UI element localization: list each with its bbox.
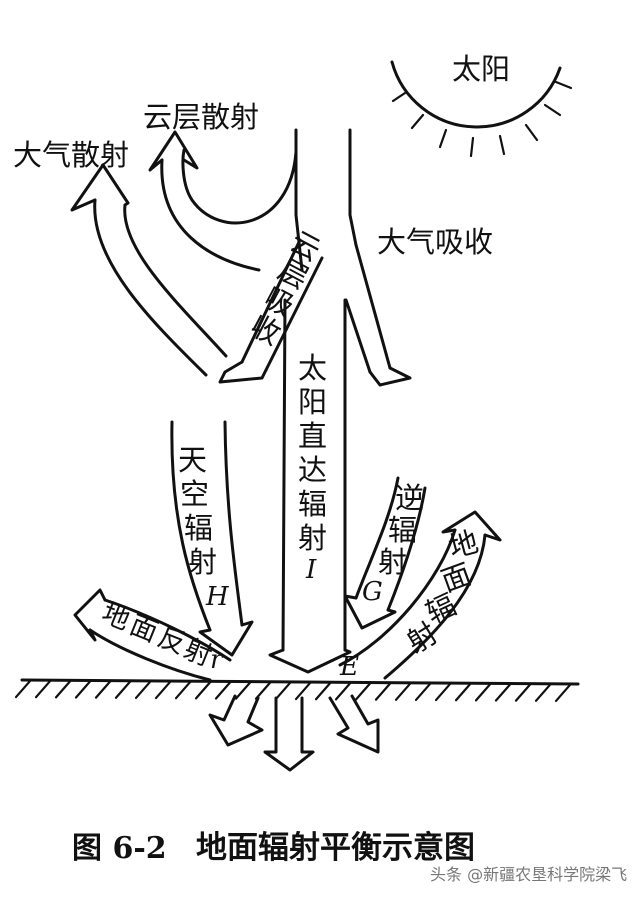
figure-title: 地面辐射平衡示意图 bbox=[196, 830, 475, 866]
ground-hatch-line bbox=[474, 683, 492, 702]
counter-char: 射 bbox=[378, 545, 407, 579]
atmos-absorb-arrow bbox=[344, 243, 412, 387]
sky-symbol: H bbox=[205, 582, 230, 612]
direct-char: 阳 bbox=[298, 385, 327, 419]
figure-number: 图 6-2 bbox=[72, 831, 167, 866]
counter-char: 辐 bbox=[388, 513, 417, 547]
direct-char: 达 bbox=[298, 453, 327, 487]
ground-hatch-line bbox=[294, 681, 312, 701]
cloud-scatter-arrow bbox=[148, 130, 298, 272]
sky-char: 射 bbox=[188, 545, 217, 579]
counter-symbol: G bbox=[362, 577, 383, 607]
ground-hatch-line bbox=[214, 681, 232, 700]
counter-char: 逆 bbox=[395, 481, 424, 515]
atmos-scatter-label: 大气散射 bbox=[13, 138, 129, 172]
ground-symbol: E bbox=[339, 652, 359, 682]
atmos-scatter-arrow bbox=[70, 163, 228, 377]
direct-radiation-arrow bbox=[268, 298, 352, 674]
ground-hatch-line bbox=[354, 682, 372, 701]
sky-radiation-label: 天 空 辐 射 H bbox=[178, 443, 230, 612]
soil-heat-arrows bbox=[208, 694, 380, 772]
atmos-absorb-label: 大气吸收 bbox=[377, 225, 493, 259]
ground-hatch-line bbox=[174, 681, 192, 700]
ground-hatch-line bbox=[274, 681, 292, 701]
ground-hatch-line bbox=[234, 681, 252, 700]
ground-surface bbox=[14, 678, 580, 703]
ground-hatch-line bbox=[454, 683, 472, 702]
watermark: 头条 @新疆农垦科学院梁飞 bbox=[430, 865, 627, 884]
ground-hatch-line bbox=[494, 683, 512, 702]
sky-char: 空 bbox=[180, 477, 209, 511]
ground-hatch-line bbox=[34, 680, 52, 699]
sky-radiation-arrow bbox=[170, 420, 254, 657]
sun-icon bbox=[390, 60, 573, 158]
ground-hatch-line bbox=[74, 680, 92, 699]
direct-char: 辐 bbox=[298, 487, 327, 521]
sky-char: 天 bbox=[178, 443, 207, 477]
ground-hatch-line bbox=[554, 683, 572, 703]
ground-hatch-line bbox=[114, 680, 132, 699]
ground-hatch-line bbox=[534, 683, 552, 702]
ground-hatch-line bbox=[514, 683, 532, 702]
ground-hatch-line bbox=[254, 681, 272, 700]
counter-radiation-label: 逆 辐 射 G bbox=[362, 481, 424, 607]
ground-hatch-line bbox=[374, 682, 392, 701]
direct-char: 射 bbox=[298, 521, 327, 555]
ground-hatch-line bbox=[54, 680, 72, 699]
direct-symbol: I bbox=[305, 555, 317, 585]
ground-hatch-line bbox=[94, 680, 112, 699]
ground-radiation-arrow bbox=[338, 510, 502, 680]
ground-hatch-line bbox=[414, 682, 432, 702]
ground-hatch-line bbox=[194, 681, 212, 700]
ground-hatch-line bbox=[314, 682, 332, 701]
ground-hatch-line bbox=[14, 679, 32, 699]
cloud-scatter-label: 云层散射 bbox=[143, 100, 259, 134]
ground-hatch-line bbox=[434, 682, 452, 702]
direct-char: 直 bbox=[298, 419, 327, 453]
direct-char: 太 bbox=[298, 351, 327, 385]
reflect-symbol: r bbox=[210, 645, 224, 675]
direct-radiation-label: 太 阳 直 达 辐 射 I bbox=[298, 351, 327, 585]
ground-hatch-line bbox=[334, 682, 352, 701]
counter-radiation-arrow bbox=[343, 476, 427, 630]
ground-hatch-line bbox=[134, 680, 152, 700]
sun-label: 太阳 bbox=[452, 52, 510, 86]
cloud-absorb-arrow bbox=[218, 238, 324, 384]
sky-char: 辐 bbox=[184, 511, 213, 545]
ground-hatch-line bbox=[394, 682, 412, 701]
ground-reflect-arrow bbox=[73, 588, 232, 682]
ground-hatch-line bbox=[154, 680, 172, 700]
